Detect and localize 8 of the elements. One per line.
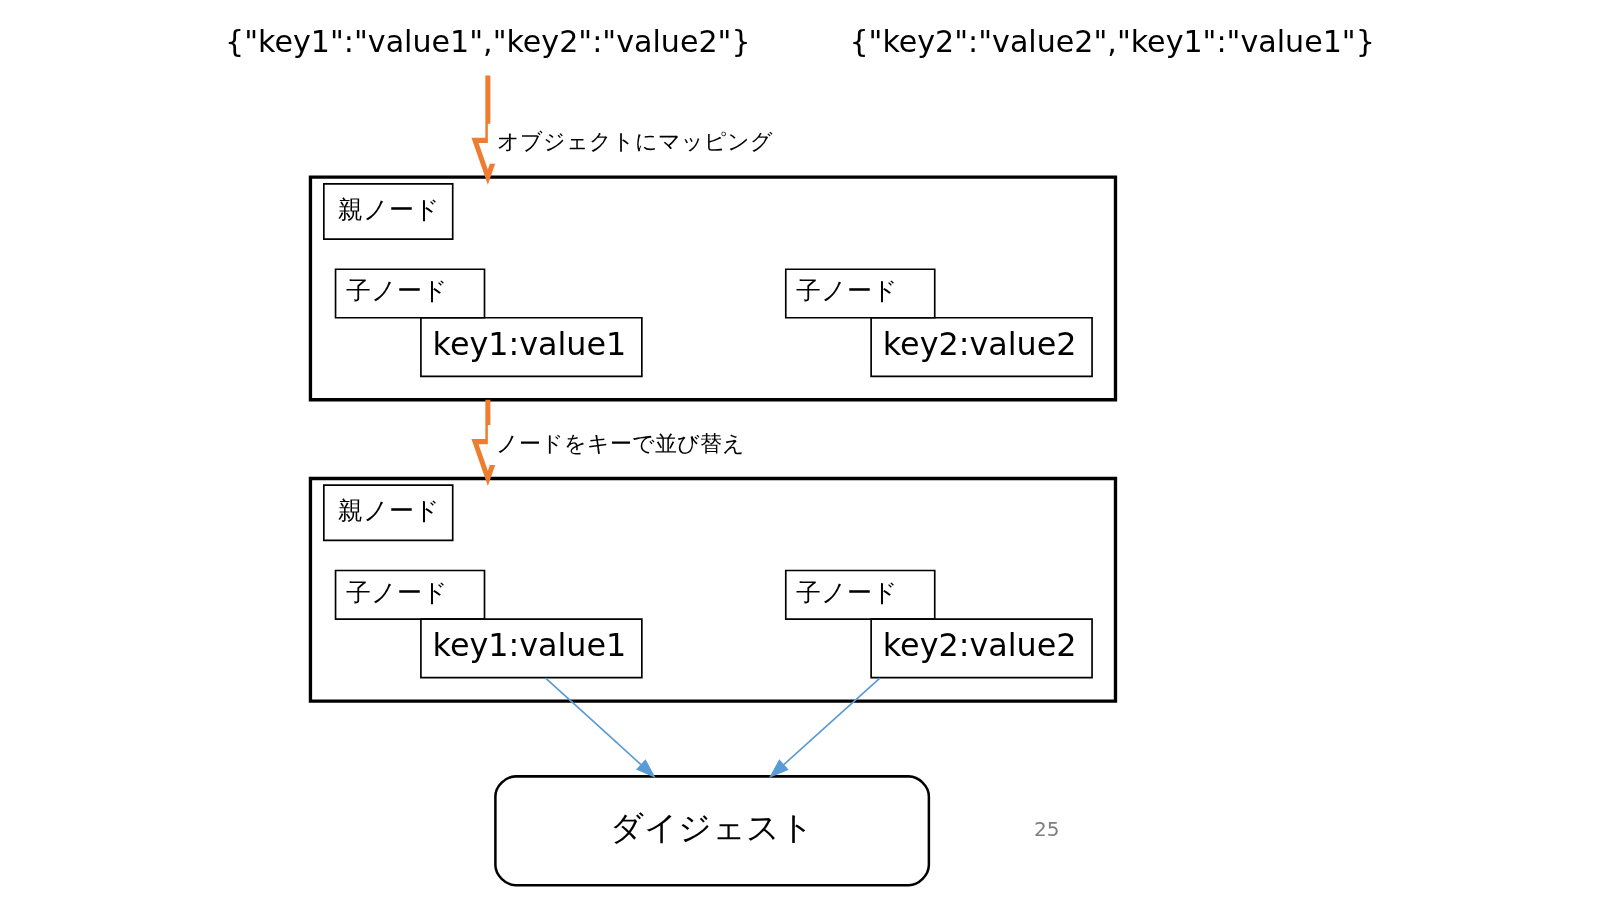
- node-box: ダイジェスト: [494, 775, 931, 887]
- node-text: {"key1":"value1","key2":"value2"}: [225, 24, 751, 60]
- edge-label: ノードをキーで並び替え: [496, 430, 746, 456]
- label: {"key2":"value2","key1":"value1"}: [849, 24, 1375, 60]
- edge-label: オブジェクトにマッピング: [497, 129, 774, 155]
- arrow: [544, 677, 656, 778]
- label: 25: [1034, 816, 1060, 841]
- arrow: [769, 677, 881, 778]
